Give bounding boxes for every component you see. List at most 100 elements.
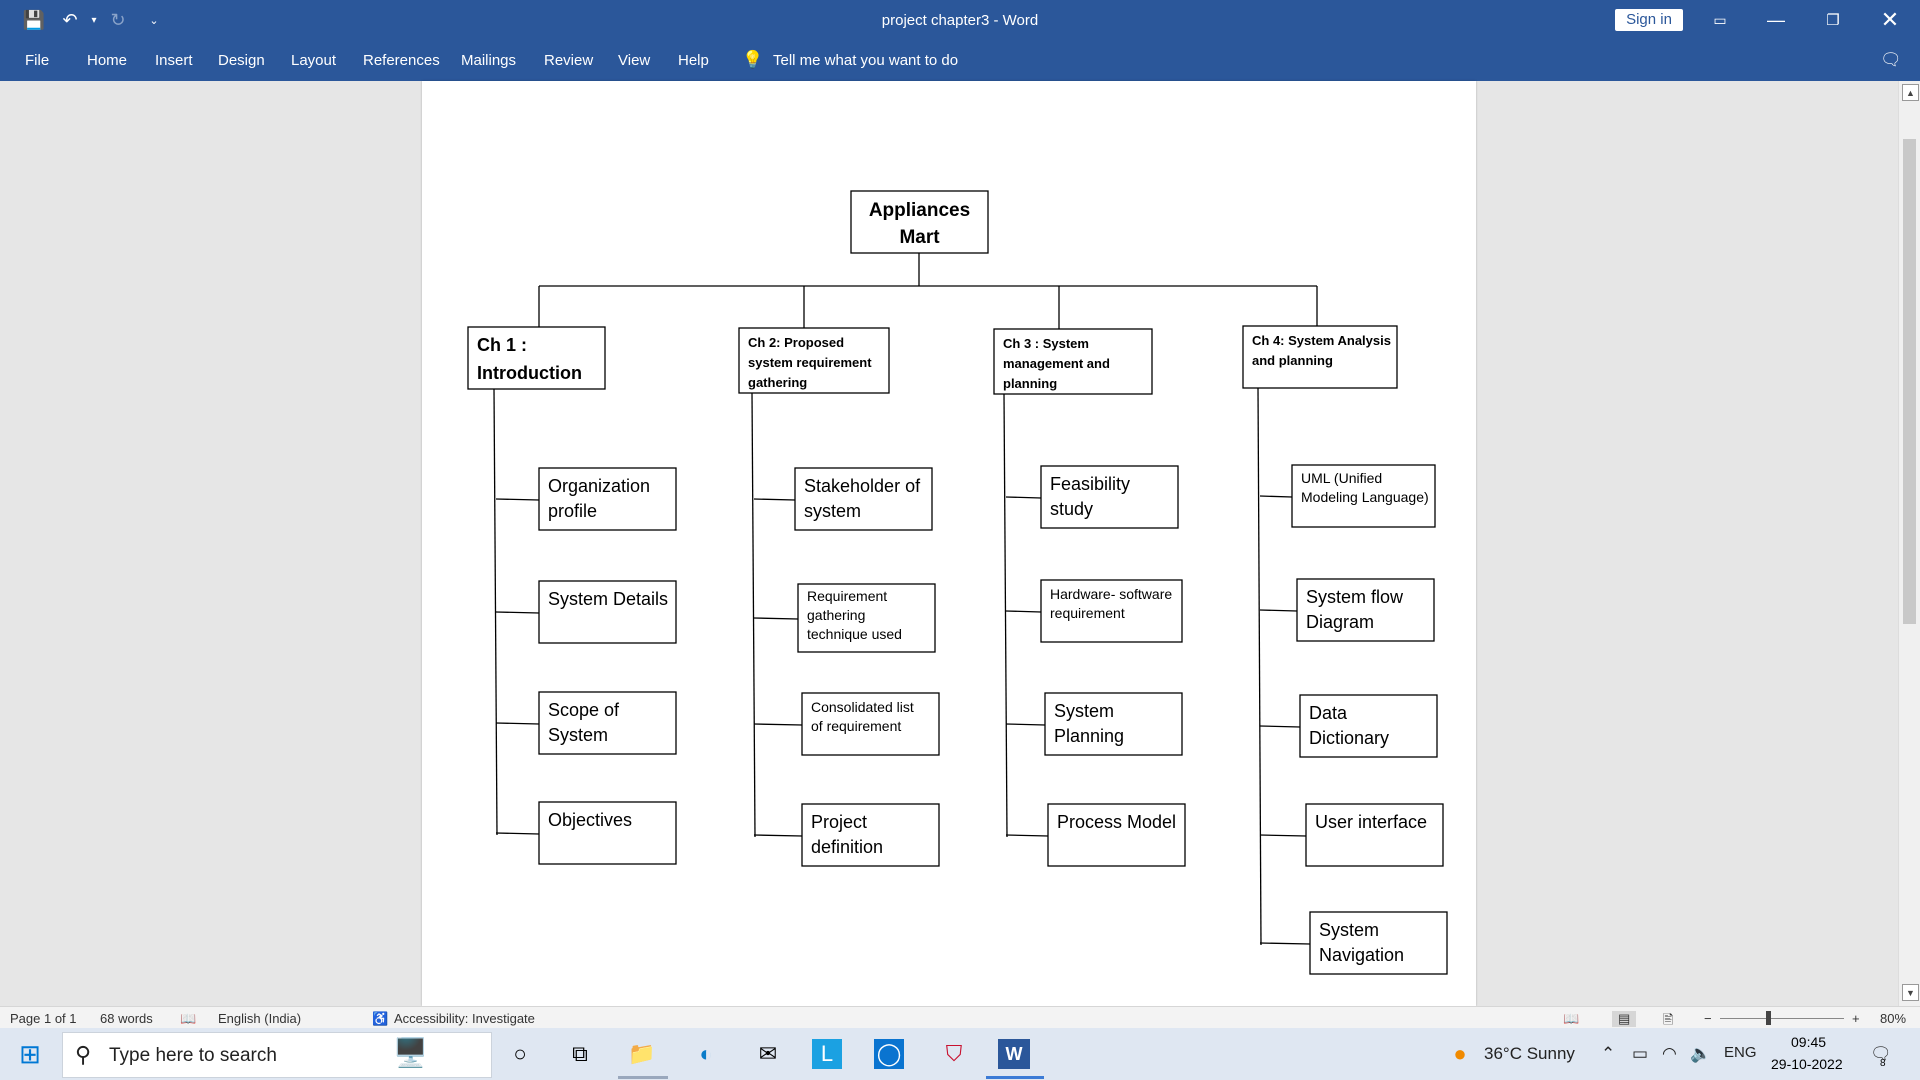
edge-icon[interactable]: ◐ [699, 1041, 713, 1066]
item-connector-line [1005, 723, 1046, 726]
zoom-slider[interactable] [1720, 1018, 1844, 1019]
tell-me-search[interactable]: Tell me what you want to do [773, 52, 959, 69]
weather-text[interactable]: 36°C Sunny [1484, 1044, 1575, 1063]
language-status[interactable]: English (India) [218, 1011, 302, 1026]
tab-review[interactable]: Review [544, 52, 594, 69]
comments-icon[interactable]: 🗨 [1880, 50, 1902, 69]
restore-icon[interactable]: ❐ [1826, 12, 1840, 29]
active-app-indicator [986, 1076, 1044, 1079]
tab-help[interactable]: Help [678, 52, 709, 69]
window-title: project chapter3 - Word [881, 12, 1039, 29]
tab-file[interactable]: File [25, 52, 50, 69]
item-connector-line [753, 498, 796, 501]
item-box [538, 580, 677, 644]
scroll-up-icon[interactable]: ▲ [1902, 84, 1919, 101]
tab-mailings[interactable]: Mailings [461, 52, 517, 69]
item-box [801, 692, 940, 756]
item-box [1291, 464, 1436, 528]
accessibility-status[interactable]: Accessibility: Investigate [394, 1011, 535, 1026]
tab-home[interactable]: Home [87, 52, 128, 69]
tab-layout[interactable]: Layout [291, 52, 337, 69]
item-connector-line [753, 723, 803, 726]
undo-icon[interactable]: ↶ [62, 9, 78, 30]
ribbon-display-options-icon[interactable]: ▭ [1713, 11, 1727, 28]
page-count[interactable]: Page 1 of 1 [10, 1011, 77, 1026]
volume-icon[interactable]: 🔈 [1690, 1044, 1712, 1063]
clock-date[interactable]: 29-10-2022 [1771, 1056, 1843, 1072]
read-mode-icon[interactable]: 📖 [1563, 1011, 1580, 1026]
proofing-icon[interactable]: 📖 [180, 1011, 197, 1026]
task-view-icon[interactable]: ⧉ [572, 1041, 588, 1066]
chapter-trunk-line [751, 392, 756, 838]
status-bar: Page 1 of 1 68 words 📖 English (India) ♿… [0, 1006, 1920, 1029]
zoom-in-icon[interactable]: + [1852, 1011, 1860, 1026]
scroll-thumb[interactable] [1903, 139, 1916, 624]
word-count[interactable]: 68 words [100, 1011, 153, 1026]
item-connector-line [495, 611, 540, 614]
item-box [1040, 579, 1183, 643]
notification-count: 8 [1880, 1058, 1886, 1069]
close-icon[interactable]: ✕ [1880, 7, 1900, 32]
save-icon[interactable]: 💾 [22, 9, 46, 30]
taskbar: ⊞ ⚲ Type here to search 🖥️ ○ ⧉ 📁 ◐ ✉ L ◯… [0, 1028, 1920, 1080]
zoom-level[interactable]: 80% [1880, 1011, 1907, 1026]
show-hidden-icons[interactable]: ⌃ [1601, 1044, 1616, 1063]
clock-time[interactable]: 09:45 [1791, 1034, 1827, 1050]
cortana-icon[interactable]: ○ [513, 1041, 527, 1066]
zoom-out-icon[interactable]: − [1704, 1011, 1712, 1026]
redo-icon: ↻ [110, 9, 126, 30]
app-l-icon[interactable]: L [812, 1039, 842, 1069]
item-connector-line [1259, 495, 1293, 498]
undo-dropdown-icon[interactable]: ▾ [91, 14, 97, 26]
tab-design[interactable]: Design [218, 52, 265, 69]
scroll-down-icon[interactable]: ▼ [1902, 984, 1919, 1001]
mail-icon[interactable]: ✉ [758, 1041, 778, 1066]
chapter-box [993, 328, 1153, 395]
file-explorer-icon[interactable]: 📁 [628, 1041, 656, 1066]
print-layout-icon[interactable]: ▤ [1612, 1011, 1637, 1027]
tab-references[interactable]: References [363, 52, 440, 69]
wifi-icon[interactable]: ◠ [1662, 1044, 1677, 1063]
notification-icon[interactable]: 🗨 [1870, 1044, 1892, 1063]
item-box [1040, 465, 1179, 529]
item-box [794, 467, 933, 531]
word-icon[interactable]: W [998, 1039, 1030, 1069]
windows-start-icon[interactable]: ⊞ [19, 1038, 41, 1069]
zoom-slider-thumb[interactable] [1766, 1011, 1771, 1025]
language-indicator[interactable]: ENG [1724, 1044, 1757, 1061]
chapter-title: Ch 1 :Introduction [477, 335, 582, 383]
minimize-icon[interactable]: — [1767, 9, 1785, 30]
title-bar: 💾 ↶ ▾ ↻ ⌄ project chapter3 - Word Sign i… [0, 0, 1920, 40]
sign-in-button[interactable]: Sign in [1615, 9, 1683, 31]
web-layout-icon[interactable]: 🖹 [1663, 1012, 1674, 1027]
item-connector-line [1259, 609, 1298, 612]
app-blue-icon[interactable]: ◯ [874, 1039, 904, 1069]
customize-toolbar-icon[interactable]: ⌄ [149, 14, 159, 27]
item-connector-line [495, 832, 540, 835]
vertical-scrollbar[interactable]: ▲ ▼ [1898, 81, 1920, 1006]
item-box [538, 691, 677, 755]
taskbar-search-input[interactable]: ⚲ Type here to search 🖥️ [62, 1032, 492, 1078]
item-label: User interface [1315, 812, 1427, 832]
battery-icon[interactable]: ▭ [1632, 1044, 1649, 1063]
tab-view[interactable]: View [618, 52, 651, 69]
item-label: Objectives [548, 810, 632, 830]
chapter-box [1242, 325, 1398, 389]
tab-insert[interactable]: Insert [155, 52, 193, 69]
chapter-trunk-line [1003, 393, 1008, 838]
chapter-box [738, 327, 890, 394]
mcafee-icon[interactable]: ⛉ [945, 1041, 963, 1066]
